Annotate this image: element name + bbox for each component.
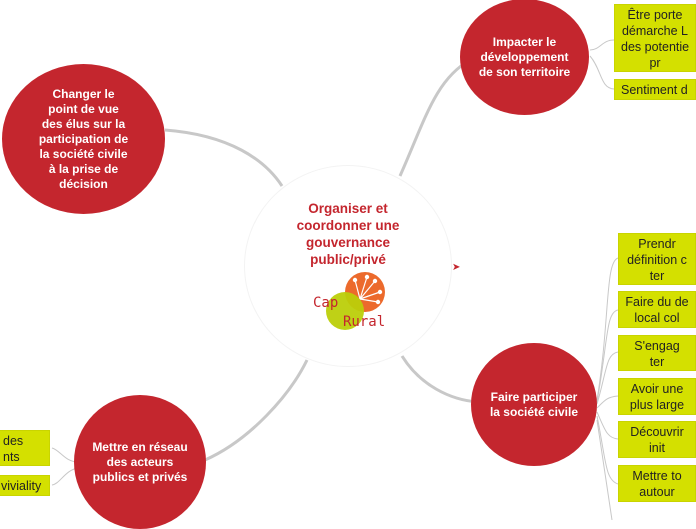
node-mettre-en-reseau[interactable]: Mettre en réseau des acteurs publics et … [74,395,206,529]
node-changer[interactable]: Changer le point de vue des élus sur la … [2,64,165,214]
leaf-prendre[interactable]: Prendr définition c ter [618,233,696,285]
leaf-decouvrir[interactable]: Découvrir init [618,421,696,458]
central-topic[interactable]: Organiser et coordonner une gouvernance … [245,166,451,366]
arrow-marker-icon: ➤ [452,262,461,273]
leaf-convivialite[interactable]: viviality [0,475,50,496]
cap-rural-logo: Cap Rural [313,272,385,330]
leaf-etre-porteur[interactable]: Être porte démarche L des potentie pr [614,4,696,72]
leaf-des[interactable]: des nts [0,430,50,466]
leaf-s-engager[interactable]: S'engag ter [618,335,696,371]
leaf-mettre-tous[interactable]: Mettre to autour [618,465,696,502]
leaf-faire-du-developpement[interactable]: Faire du de local col [618,291,696,328]
logo-word-rural: Rural [343,314,385,330]
leaf-avoir-une[interactable]: Avoir une plus large [618,378,696,415]
leaf-sentiment[interactable]: Sentiment d [614,79,696,100]
node-faire-participer[interactable]: Faire participer la société civile [471,343,597,466]
logo-word-cap: Cap [313,295,338,311]
central-topic-title: Organiser et coordonner une gouvernance … [296,201,400,267]
node-impacter[interactable]: Impacter le développement de son territo… [460,0,589,115]
